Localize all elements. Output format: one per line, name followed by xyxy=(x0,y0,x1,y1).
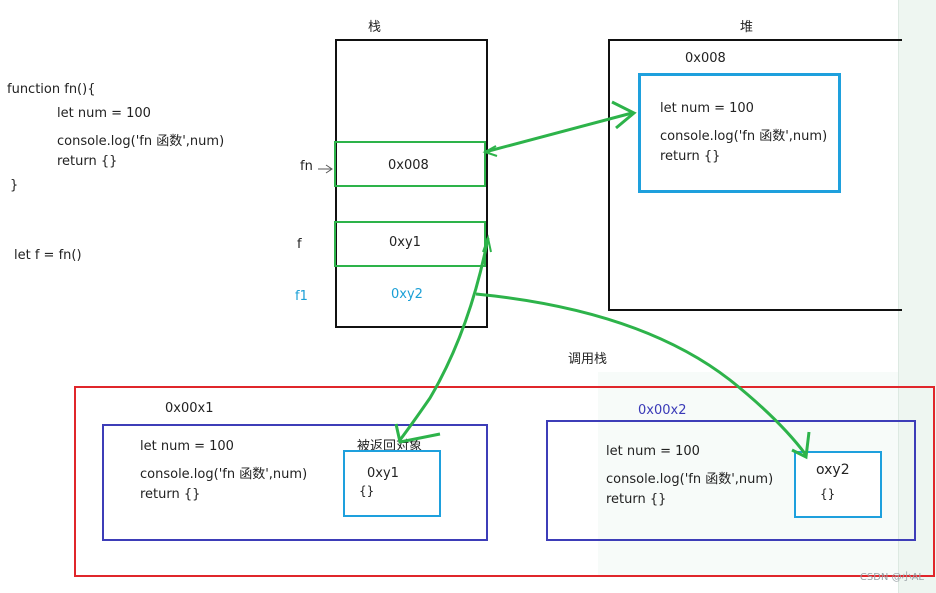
heap-code-line: let num = 100 xyxy=(660,101,754,116)
stack-cell-fn-value: 0x008 xyxy=(388,158,429,173)
frame-1-address: 0x00x1 xyxy=(165,401,214,416)
frame-2-code-line: let num = 100 xyxy=(606,444,700,459)
heap-code-line: console.log('fn 函数',num) xyxy=(660,129,828,144)
fn-to-heap-arrow-tail xyxy=(482,145,498,157)
frame-1-code-line: let num = 100 xyxy=(140,439,234,454)
call-stack-box xyxy=(74,386,935,577)
returned-object-2-body: {} xyxy=(820,487,836,501)
frame-1-code-line: return {} xyxy=(140,487,201,502)
returned-object-2-address: oxy2 xyxy=(816,462,850,478)
frame-2-address: 0x00x2 xyxy=(638,403,687,418)
code-line: let num = 100 xyxy=(57,106,151,121)
f-to-object1-arrowhead xyxy=(394,423,441,444)
stack-cell-f-value: 0xy1 xyxy=(389,235,421,250)
frame-2-code-line: return {} xyxy=(606,492,667,507)
returned-object-1-body: {} xyxy=(359,484,375,498)
frame-2-code-line: console.log('fn 函数',num) xyxy=(606,472,774,487)
returned-object-1-address: 0xy1 xyxy=(367,466,399,481)
heap-address: 0x008 xyxy=(685,51,726,66)
heap-title: 堆 xyxy=(740,20,754,35)
code-line: function fn(){ xyxy=(7,82,96,97)
returned-object-1: 0xy1 {} xyxy=(343,450,441,517)
stack-label-f1: f1 xyxy=(295,289,308,304)
f-to-object1-arrow-tail xyxy=(482,234,492,253)
returned-object-2: oxy2 {} xyxy=(794,451,882,518)
f-to-object1-arrow xyxy=(398,237,490,441)
stack-box xyxy=(335,39,488,328)
fn-to-heap-arrowhead xyxy=(611,100,637,130)
watermark: CSDN @小AL xyxy=(859,572,924,583)
frame-1: let num = 100 console.log('fn 函数',num) r… xyxy=(102,424,488,541)
stack-cell-fn xyxy=(334,141,486,187)
stack-label-fn: fn xyxy=(300,159,313,174)
heap-code-line: return {} xyxy=(660,149,721,164)
frame-2: let num = 100 console.log('fn 函数',num) r… xyxy=(546,420,916,541)
stack-title: 栈 xyxy=(368,20,382,35)
fn-pointer-arrow xyxy=(318,164,333,174)
f1-to-object2-arrow xyxy=(475,292,808,456)
call-line: let f = fn() xyxy=(14,248,82,263)
code-line: } xyxy=(10,178,19,193)
stack-label-f: f xyxy=(297,237,302,252)
frame-1-code-line: console.log('fn 函数',num) xyxy=(140,467,308,482)
code-line: console.log('fn 函数',num) xyxy=(57,134,225,149)
stack-cell-f1-value: 0xy2 xyxy=(391,287,423,302)
heap-function-object: let num = 100 console.log('fn 函数',num) r… xyxy=(638,73,841,193)
f1-to-object2-arrowhead xyxy=(791,431,811,460)
call-stack-title: 调用栈 xyxy=(568,352,608,367)
fn-to-heap-arrow xyxy=(484,111,633,154)
right-side-strip xyxy=(898,0,936,593)
code-line: return {} xyxy=(57,154,118,169)
heap-box xyxy=(608,39,902,311)
